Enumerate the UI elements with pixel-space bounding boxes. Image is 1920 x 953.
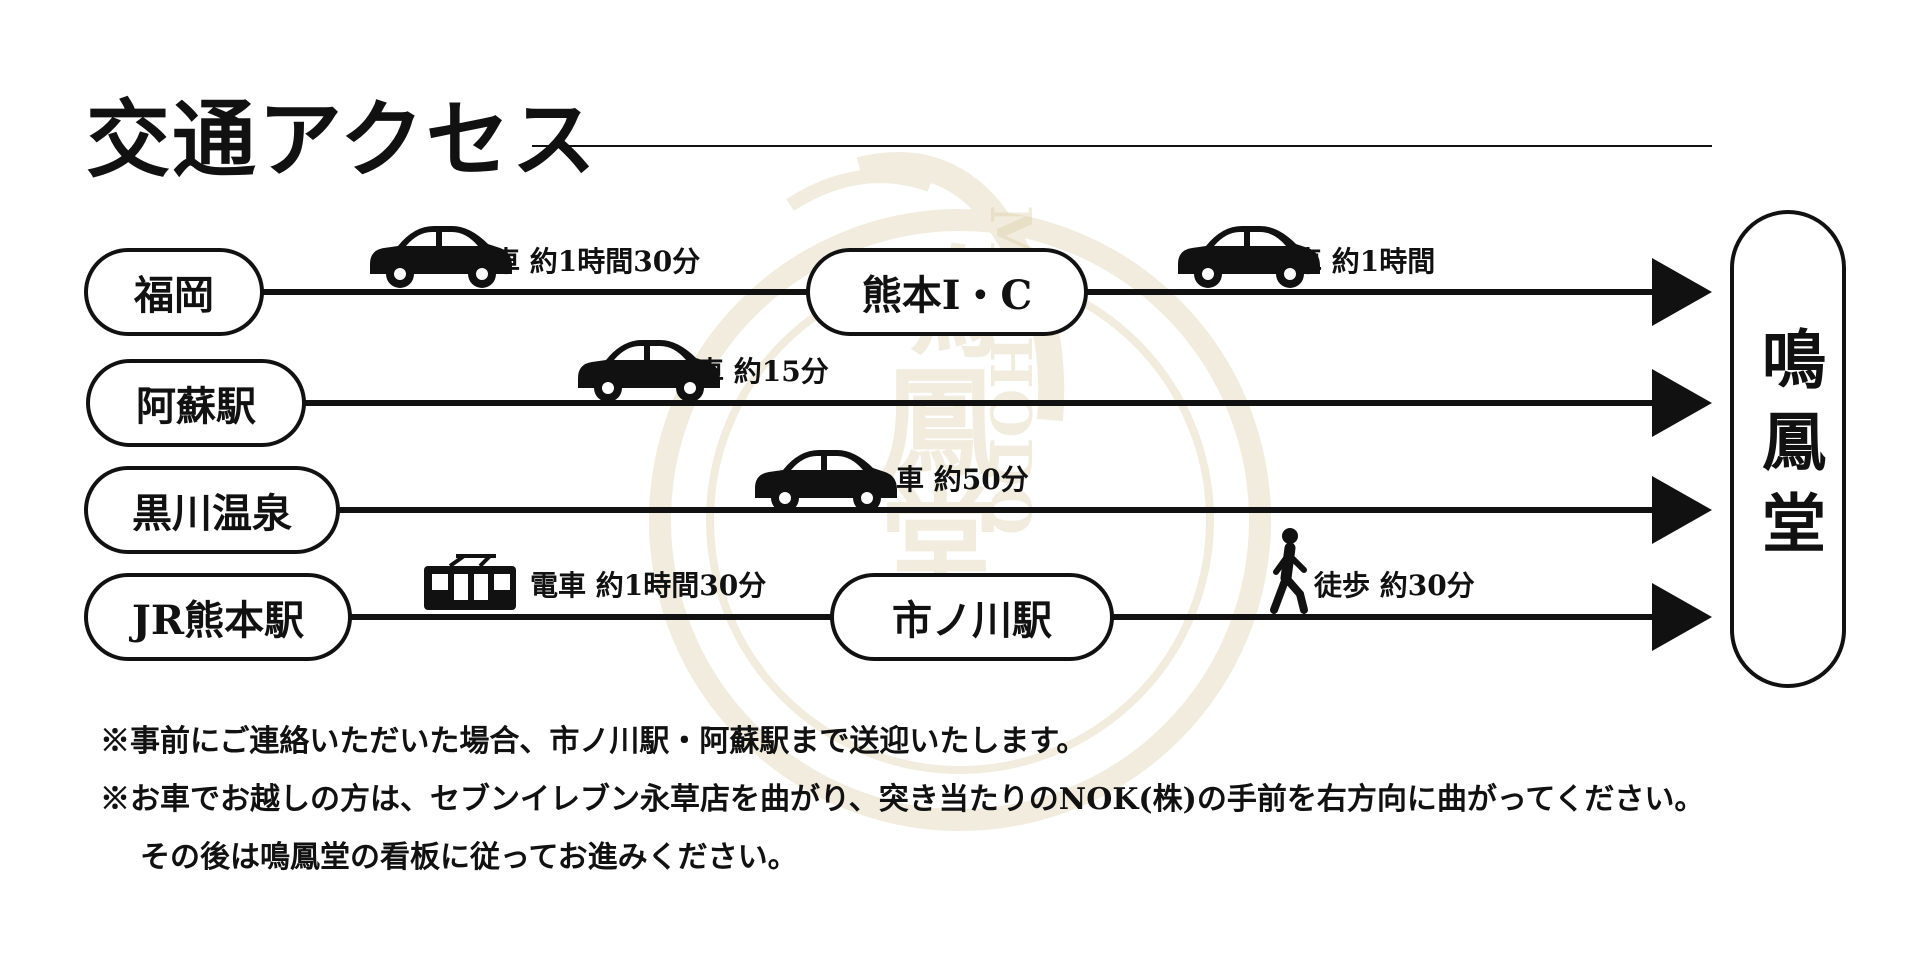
car-icon: [755, 450, 897, 512]
segment-label-ic-dest: 車 約1時間: [1294, 245, 1436, 278]
segment-label-ichinokawa-dest: 徒歩 約30分: [1314, 569, 1475, 602]
segment-label-kurokawa-dest: 車 約50分: [896, 463, 1029, 496]
node-kumamoto-ic: 熊本I・C: [806, 248, 1088, 336]
watermark-ring-outer: [649, 209, 1271, 831]
node-jr-kumamoto-station: JR熊本駅: [84, 573, 352, 661]
car-icon: [578, 340, 720, 402]
segment-label-jr-ichinokawa: 電車 約1時間30分: [530, 569, 767, 602]
node-fukuoka: 福岡: [84, 248, 264, 336]
watermark-phoenix-neck: [856, 152, 1065, 422]
arrow-head-icon: [1652, 369, 1712, 437]
arrow-head-icon: [1652, 583, 1712, 651]
car-icon: [1178, 226, 1320, 288]
note-car-directions: ※お車でお越しの方は、セブンイレブン永草店を曲がり、突き当たりのNOK(株)の手…: [100, 782, 1705, 817]
node-ichinokawa-station: 市ノ川駅: [830, 573, 1114, 661]
destination-label: 鳴鳳堂: [1751, 326, 1826, 572]
car-icon: [370, 226, 512, 288]
node-destination: 鳴鳳堂: [1730, 210, 1846, 688]
arrow-head-icon: [1652, 258, 1712, 326]
watermark-phoenix-crest: [786, 169, 933, 211]
walking-person-icon: [1270, 528, 1308, 614]
note-follow-signs: その後は鳴鳳堂の看板に従ってお進みください。: [140, 840, 798, 875]
title-divider: [532, 145, 1712, 147]
segment-label-fukuoka-ic: 車 約1時間30分: [492, 245, 701, 278]
arrow-head-icon: [1652, 476, 1712, 544]
segment-label-aso-dest: 車 約15分: [696, 355, 829, 388]
node-aso-station: 阿蘇駅: [86, 359, 306, 447]
page-title: 交通アクセス: [86, 90, 598, 189]
node-kurokawa-onsen: 黒川温泉: [84, 466, 340, 554]
note-pickup: ※事前にご連絡いただいた場合、市ノ川駅・阿蘇駅まで送迎いたします。: [100, 724, 1087, 759]
train-icon: [424, 554, 516, 619]
